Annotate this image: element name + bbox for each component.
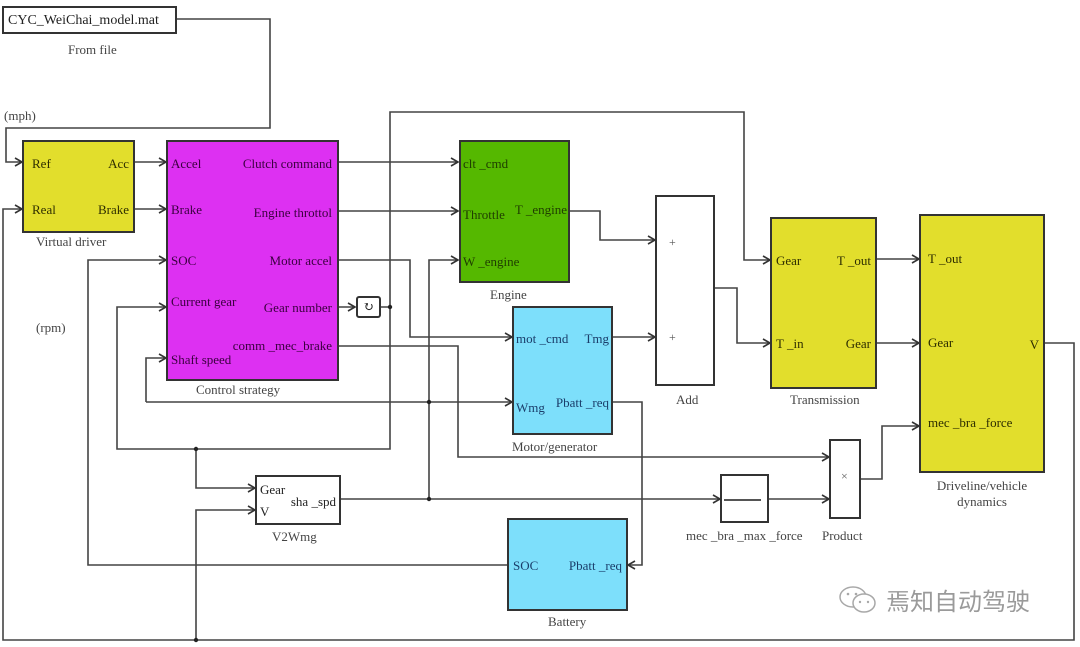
port-v2wmg-gear: Gear (260, 482, 286, 497)
wire-soc-soc (87, 255, 508, 566)
memory-block[interactable]: ↻ (356, 296, 381, 318)
port-acc: Acc (108, 156, 129, 171)
port-clutch-command: Clutch command (242, 156, 332, 171)
wire-tengine-add (570, 210, 657, 245)
watermark: 焉知自动驾驶 (838, 582, 1030, 617)
port-trans-gear-in: Gear (776, 253, 802, 268)
port-mec-bra-force: mec _bra _force (928, 415, 1013, 430)
memory-icon: ↻ (363, 299, 374, 314)
port-brake-out: Brake (97, 202, 129, 217)
v2wmg-caption: V2Wmg (272, 529, 317, 544)
driveline-caption-line1: Driveline/vehicle (936, 478, 1028, 493)
wire-pbatt-battery (612, 401, 643, 570)
port-motor-accel: Motor accel (269, 253, 332, 268)
port-v2wmg-v: V (260, 504, 270, 519)
watermark-text: 焉知自动驾驶 (886, 588, 1030, 616)
port-current-gear: Current gear (171, 294, 237, 309)
product-block[interactable]: × (829, 439, 861, 519)
port-clt-cmd: clt _cmd (463, 156, 509, 171)
driveline-block[interactable]: T _out Gear mec _bra _force V (919, 214, 1045, 473)
wire-v-v2wmg (195, 505, 257, 640)
port-real: Real (32, 202, 56, 217)
v2wmg-block[interactable]: Gear V sha _spd (255, 475, 341, 525)
add-sign-1: + (669, 235, 676, 249)
virtual-driver-caption: Virtual driver (36, 234, 107, 249)
from-file-block[interactable]: CYC_WeiChai_model.mat (2, 6, 177, 34)
transmission-caption: Transmission (790, 392, 860, 407)
port-engine-throttol: Engine throttol (253, 205, 332, 220)
lookup-line (724, 499, 761, 501)
port-v-out: V (1029, 337, 1039, 352)
port-ref: Ref (32, 156, 51, 171)
port-shaft-speed: Shaft speed (171, 352, 232, 367)
wire-gear-to-v2wmg (195, 449, 257, 493)
port-pbatt-req-out: Pbatt _req (555, 395, 609, 410)
motor-generator-caption: Motor/generator (512, 439, 598, 454)
virtual-driver-block[interactable]: Ref Real Acc Brake (22, 140, 135, 233)
port-w-engine: W _engine (463, 254, 520, 269)
engine-block[interactable]: clt _cmd Throttle W _engine T _engine (459, 140, 570, 283)
wire-product-mecbra (860, 421, 921, 480)
battery-caption: Battery (548, 614, 587, 629)
port-brake-in: Brake (171, 202, 203, 217)
port-battery-pbatt-req: Pbatt _req (568, 558, 622, 573)
port-t-out: T _out (836, 253, 871, 268)
driveline-caption: Driveline/vehicle dynamics (926, 478, 1038, 510)
port-dl-gear: Gear (928, 335, 954, 350)
port-dl-t-out: T _out (928, 251, 963, 266)
port-wmg: Wmg (516, 400, 545, 415)
port-accel: Accel (171, 156, 202, 171)
wire-v-real (2, 204, 1075, 641)
add-caption: Add (676, 392, 699, 407)
add-sign-2: + (669, 330, 676, 344)
multiply-icon: × (841, 469, 848, 483)
port-tmg: Tmg (584, 331, 609, 346)
product-caption: Product (822, 528, 863, 543)
transmission-block[interactable]: Gear T _in T _out Gear (770, 217, 877, 389)
from-file-caption: From file (68, 42, 117, 57)
mec-bra-max-force-caption: mec _bra _max _force (686, 528, 803, 543)
mec-bra-max-force-block[interactable] (720, 474, 769, 523)
driveline-caption-line2: dynamics (957, 494, 1007, 509)
port-soc-in: SOC (171, 253, 197, 268)
control-strategy-block[interactable]: Accel Brake SOC Current gear Shaft speed… (166, 140, 339, 381)
port-trans-gear-out: Gear (845, 336, 871, 351)
port-comm-mec-brake: comm _mec_brake (232, 338, 332, 353)
from-file-value: CYC_WeiChai_model.mat (8, 13, 159, 28)
port-throttle: Throttle (463, 207, 505, 222)
mph-label: (mph) (4, 108, 36, 123)
port-gear-number: Gear number (263, 300, 332, 315)
wire-shaft-speed-loop (145, 353, 168, 402)
port-sha-spd: sha _spd (290, 494, 336, 509)
rpm-label: (rpm) (36, 320, 66, 335)
port-t-in: T _in (776, 336, 804, 351)
battery-block[interactable]: SOC Pbatt _req (507, 518, 628, 611)
wire-motoraccel-motcmd (338, 259, 514, 342)
add-block[interactable]: + + (655, 195, 715, 386)
motor-generator-block[interactable]: mot _cmd Wmg Tmg Pbatt _req (512, 306, 613, 435)
wechat-icon (839, 585, 876, 613)
port-t-engine: T _engine (514, 202, 567, 217)
engine-caption: Engine (490, 287, 527, 302)
wire-shaspd-wengine (428, 255, 460, 499)
port-battery-soc: SOC (513, 558, 539, 573)
wire-add-tin (715, 287, 772, 348)
control-strategy-caption: Control strategy (196, 382, 281, 397)
wire-fromfile-ref (5, 18, 271, 167)
port-mot-cmd: mot _cmd (516, 331, 569, 346)
